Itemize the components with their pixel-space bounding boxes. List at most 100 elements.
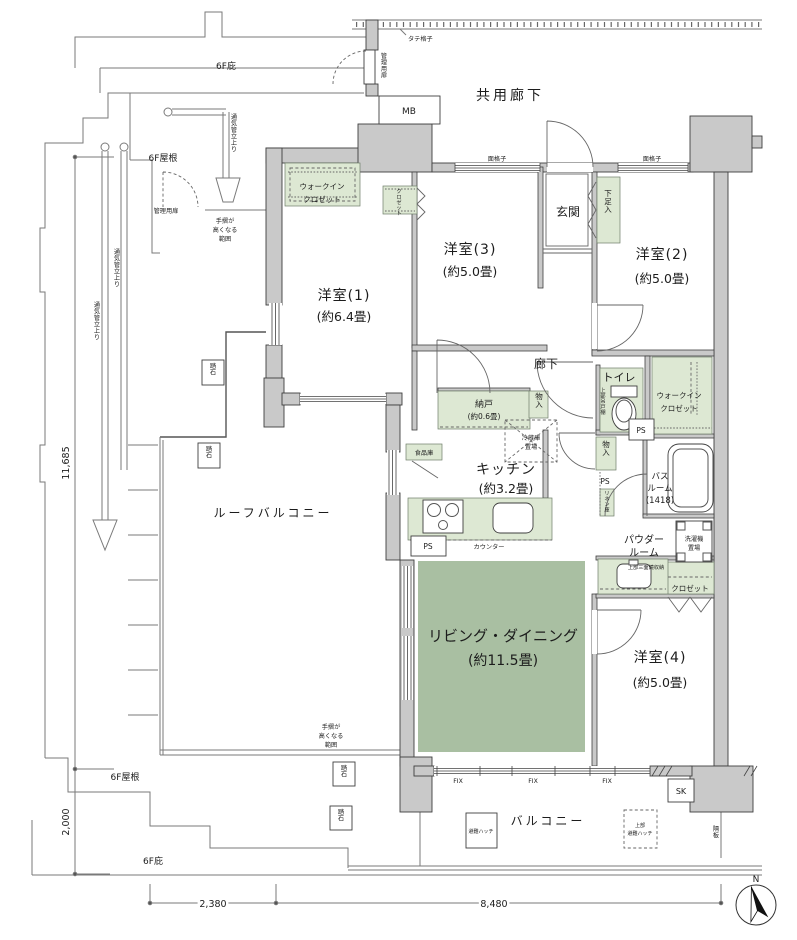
label-toilet: トイレ <box>603 371 636 384</box>
label-shoe-box: 下足入 <box>604 189 612 214</box>
label-fumiishi-3: 踏石 <box>341 764 348 779</box>
label-ps-toilet: PS <box>636 426 646 435</box>
dim-bottom-left: 2,380 <box>199 899 226 910</box>
upper-evac-hatch-box <box>623 809 658 849</box>
label-closet3: クロゼット <box>396 188 401 217</box>
label-bath-1: バス <box>651 472 668 482</box>
label-living-name: リビング・ダイニング <box>428 627 578 645</box>
label-counter: カウンター <box>474 543 505 551</box>
label-kitchen-name: キッチン <box>476 462 536 478</box>
label-monoire-1: 物入 <box>535 391 543 409</box>
evac-hatch-box <box>465 812 498 849</box>
label-evac-hatch: 避難ハッチ <box>468 828 493 835</box>
label-6f-hisashi-top: 6F庇 <box>216 60 236 72</box>
living-dining-area <box>418 561 585 752</box>
kitchen-sink <box>492 502 534 534</box>
label-upper-evac-1: 上部 <box>635 822 645 829</box>
label-tesuri-top-1: 手摺が <box>216 217 235 225</box>
label-mb: MB <box>402 107 416 117</box>
vent-pipes <box>92 107 270 552</box>
mb-box <box>378 95 441 125</box>
label-6f-yane-bottom: 6F屋根 <box>111 771 140 783</box>
label-fridge-1: 冷蔵庫 <box>522 434 541 442</box>
label-menkoshi-2: 面格子 <box>643 155 662 163</box>
dim-left-total: 11,685 <box>61 446 72 479</box>
label-tate-koshi: タテ格子 <box>408 35 433 43</box>
label-wic1-line1: ウォークイン <box>300 182 345 191</box>
dim-left-lower: 2,000 <box>61 808 72 835</box>
stove <box>422 499 464 534</box>
label-vent-1: 通気管立上り <box>231 113 237 154</box>
label-room2-size: (約5.0畳) <box>635 271 690 286</box>
label-room1-size: (約6.4畳) <box>317 309 372 324</box>
label-fumiishi-1: 踏石 <box>210 362 217 377</box>
label-kakuban: 隔板 <box>713 825 719 840</box>
stepstone-4 <box>329 805 353 831</box>
label-fix-1: FIX <box>453 778 463 785</box>
stepstone-1 <box>201 359 225 386</box>
dimension-lines <box>72 154 724 906</box>
label-6f-yane-top: 6F屋根 <box>149 152 178 164</box>
label-balcony: バルコニー <box>511 814 586 828</box>
washer-space <box>675 520 713 563</box>
label-room4-name: 洋室(4) <box>634 649 687 666</box>
label-mirror-note: 上部三面鏡収納 <box>628 563 664 571</box>
label-linen: リネン庫 <box>604 491 609 513</box>
label-sk: SK <box>676 787 687 796</box>
label-living-size: (約11.5畳) <box>468 653 538 669</box>
label-upper-evac-2: 避難ハッチ <box>627 830 652 837</box>
label-menkoshi-1: 面格子 <box>488 155 507 163</box>
label-wic1-line2: クロゼット <box>303 194 341 204</box>
stepstone-3 <box>332 761 356 787</box>
label-nando-size: (約0.6畳) <box>468 411 501 421</box>
closet-details <box>288 167 712 590</box>
washbasin <box>616 559 652 589</box>
label-fix-2: FIX <box>528 778 538 785</box>
label-fumiishi-2: 踏石 <box>206 445 213 460</box>
north-label: N <box>753 875 760 885</box>
label-closet4: クロゼット <box>671 583 709 593</box>
label-6f-hisashi-bottom: 6F庇 <box>143 855 163 867</box>
windows <box>269 163 758 777</box>
label-vent-3: 通気管立上り <box>94 301 100 342</box>
label-tesuri-top-2: 高くなる <box>213 226 238 234</box>
compass: N <box>735 875 777 926</box>
label-corridor: 廊下 <box>534 356 558 371</box>
doors <box>162 49 713 655</box>
label-nando-name: 納戸 <box>475 398 493 410</box>
label-fridge-2: 置場 <box>525 443 537 451</box>
toilet-fixture <box>610 385 638 431</box>
fixtures <box>197 95 714 849</box>
label-common-corridor: 共用廊下 <box>476 87 544 104</box>
label-room2-name: 洋室(2) <box>636 246 689 263</box>
label-kitchen-size: (約3.2畳) <box>479 481 534 496</box>
label-fumiishi-4: 踏石 <box>338 808 345 823</box>
label-wic2-line2: クロゼット <box>660 403 698 413</box>
label-tesuri-top-3: 範囲 <box>219 235 231 243</box>
label-tesuri-bot-3: 範囲 <box>325 741 337 749</box>
bathtub <box>667 443 714 513</box>
dim-bottom-right: 8,480 <box>480 899 507 910</box>
label-tesuri-bot-1: 手摺が <box>322 723 341 731</box>
label-ps-hall: PS <box>600 477 610 486</box>
label-room1-name: 洋室(1) <box>318 287 371 304</box>
label-pantry: 食品庫 <box>415 449 434 457</box>
label-washer-1: 洗濯機 <box>685 535 704 543</box>
label-bath-3: (1418) <box>646 496 674 506</box>
label-kanri-door-v: 管理用扉 <box>381 52 387 80</box>
label-room3-name: 洋室(3) <box>444 241 497 258</box>
label-genkan: 玄関 <box>556 204 580 219</box>
label-roof-balcony: ルーフバルコニー <box>213 506 332 520</box>
exterior-outline <box>31 11 762 876</box>
label-wic2-line1: ウォークイン <box>657 391 702 400</box>
label-tesuri-bot-2: 高くなる <box>319 732 344 740</box>
text-labels: 6F庇 6F屋根 共用廊下 タテ格子 管理用扉 MB 管理用扉 手摺が 高くなる… <box>59 35 720 913</box>
label-vent-2: 通気管立上り <box>114 248 120 289</box>
label-upper-cabinet: 上部吊戸棚 <box>600 386 605 416</box>
ps-box-toilet <box>628 418 655 441</box>
label-kanri-door-h: 管理用扉 <box>154 207 179 215</box>
label-fix-3: FIX <box>602 778 612 785</box>
sk-box <box>667 778 695 803</box>
